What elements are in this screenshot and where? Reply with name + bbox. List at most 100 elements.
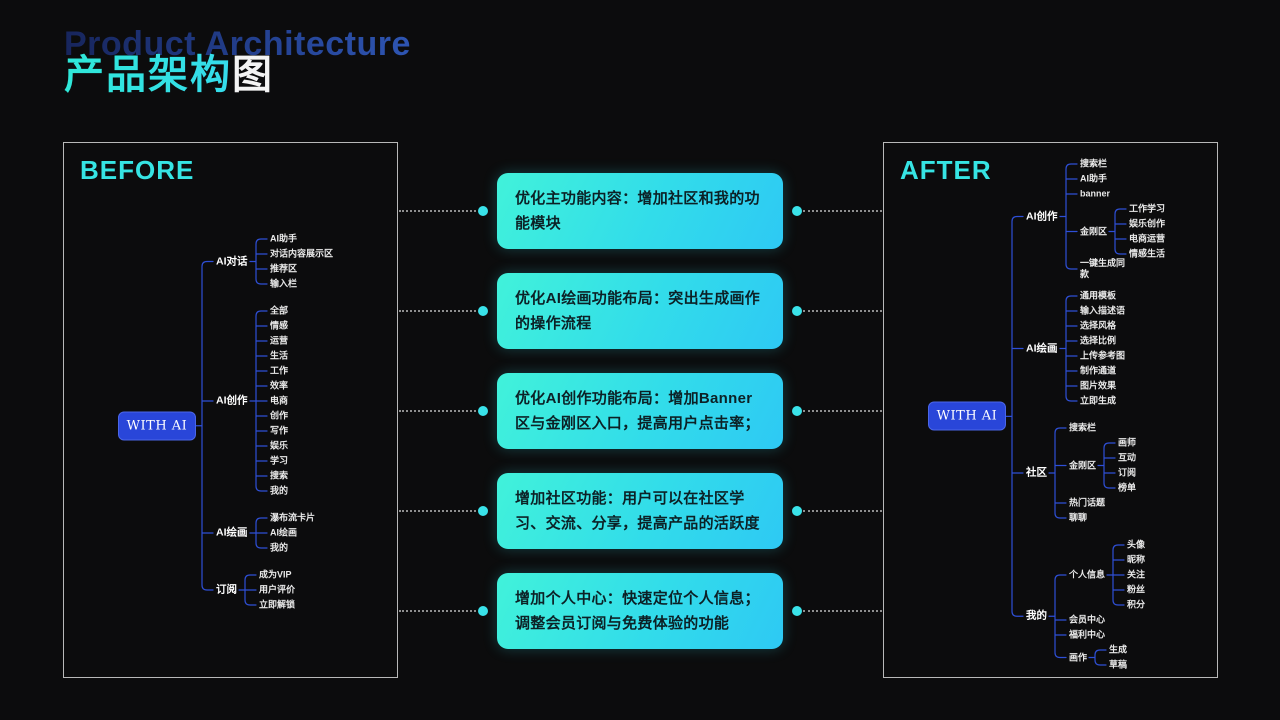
- mindmap-node: 图片效果: [1080, 380, 1117, 391]
- mindmap-node: AI助手: [270, 233, 298, 244]
- mindmap-node: 选择风格: [1080, 320, 1117, 331]
- mindmap-node: 生成: [1109, 644, 1128, 655]
- connector-dotted-line-right: [803, 510, 882, 512]
- callout-text: 增加个人中心：快速定位个人信息；调整会员订阅与免费体验的功能: [515, 589, 760, 633]
- callout-text: 优化AI绘画功能布局：突出生成画作的操作流程: [515, 289, 761, 333]
- mindmap-node: 我的: [270, 542, 289, 553]
- callout-box: 优化AI绘画功能布局：突出生成画作的操作流程: [497, 273, 783, 349]
- mindmap-node: 全部: [270, 305, 289, 316]
- mindmap-node: 推荐区: [270, 263, 298, 274]
- mindmap-connector: [249, 310, 268, 492]
- mindmap-connector: [249, 238, 268, 285]
- mindmap-node: 立即解锁: [259, 599, 296, 610]
- mindmap-node: 娱乐: [270, 440, 289, 451]
- mindmap-node: 制作通道: [1080, 365, 1117, 376]
- mindmap-node: 粉丝: [1127, 584, 1146, 595]
- mindmap-node: banner: [1080, 188, 1111, 199]
- page-title-en: Product Architecture: [64, 25, 411, 63]
- mindmap-node: 头像: [1127, 539, 1146, 550]
- mindmap-node: AI对话: [216, 255, 248, 268]
- mindmap-node: 学习: [270, 455, 289, 466]
- mindmap-node: 一键生成同款: [1080, 258, 1126, 279]
- mindmap-node: 立即生成: [1080, 395, 1117, 406]
- mindmap-node: 画师: [1118, 437, 1137, 448]
- connector-dotted-line-right: [803, 610, 882, 612]
- callout-box: 优化AI创作功能布局：增加Banner区与金刚区入口，提高用户点击率；: [497, 373, 783, 449]
- mindmap-node: 搜索: [270, 470, 289, 481]
- connector-dotted-line-left: [399, 310, 476, 312]
- mindmap-node: 上传参考图: [1080, 350, 1126, 361]
- connector-dot-left: [478, 406, 488, 416]
- mindmap-node: 效率: [270, 380, 289, 391]
- mindmap-node: 生活: [270, 350, 289, 361]
- mindmap-node: 会员中心: [1069, 614, 1106, 625]
- mindmap-node: 输入描述语: [1080, 305, 1126, 316]
- mindmap-node: AI创作: [216, 394, 248, 407]
- mindmap-node: AI助手: [1080, 173, 1108, 184]
- connector-dotted-line-right: [803, 410, 882, 412]
- mindmap-node: 聊聊: [1069, 512, 1088, 523]
- mindmap-node: AI绘画: [1026, 342, 1058, 355]
- mindmap-node: 草稿: [1109, 659, 1128, 670]
- mindmap-node: 写作: [270, 425, 289, 436]
- mindmap-node: 福利中心: [1069, 629, 1106, 640]
- mindmap-node: 订阅: [216, 583, 237, 596]
- mindmap-connector: [195, 260, 214, 591]
- mindmap-node: 通用模板: [1080, 290, 1117, 301]
- connector-dot-right: [792, 506, 802, 516]
- connector-dotted-line-left: [399, 510, 476, 512]
- mindmap-node: AI创作: [1026, 210, 1058, 223]
- mindmap-node: 订阅: [1118, 467, 1137, 478]
- mindmap-node: 工作学习: [1129, 203, 1166, 214]
- page-title-cn-suffix: 图: [232, 53, 274, 97]
- connector-dot-left: [478, 506, 488, 516]
- mindmap-node: 个人信息: [1069, 569, 1106, 580]
- mindmap-node: 电商运营: [1129, 233, 1166, 244]
- mindmap-connector: [1059, 163, 1078, 270]
- mindmap-node: 运营: [270, 335, 289, 346]
- connector-dot-left: [478, 206, 488, 216]
- mindmap-node: 成为VIP: [259, 569, 292, 580]
- with-ai-root-node: WITH AI: [118, 411, 196, 441]
- mindmap-node: 社区: [1026, 466, 1047, 479]
- mindmap-connector: [249, 517, 268, 549]
- connector-dotted-line-left: [399, 410, 476, 412]
- mindmap-node: AI绘画: [270, 527, 298, 538]
- connector-dot-right: [792, 306, 802, 316]
- callout-text: 增加社区功能：用户可以在社区学习、交流、分享，提高产品的活跃度: [515, 489, 760, 533]
- mindmap-node: 电商: [270, 395, 289, 406]
- mindmap-node: 娱乐创作: [1129, 218, 1166, 229]
- mindmap-node: 创作: [270, 410, 289, 421]
- mindmap-node: 输入栏: [270, 278, 298, 289]
- callout-box: 增加社区功能：用户可以在社区学习、交流、分享，提高产品的活跃度: [497, 473, 783, 549]
- mindmap-node: 搜索栏: [1080, 158, 1108, 169]
- callout-box: 增加个人中心：快速定位个人信息；调整会员订阅与免费体验的功能: [497, 573, 783, 649]
- callout-text: 优化AI创作功能布局：增加Banner区与金刚区入口，提高用户点击率；: [515, 389, 760, 433]
- connector-dot-right: [792, 606, 802, 616]
- mindmap-node: 搜索栏: [1069, 422, 1097, 433]
- mindmap-node: 情感生活: [1129, 248, 1166, 259]
- mindmap-connector: [1059, 295, 1078, 402]
- mindmap-node: 瀑布流卡片: [270, 512, 316, 523]
- connector-dot-left: [478, 306, 488, 316]
- mindmap-connector: [1097, 442, 1116, 489]
- mindmap-node: 选择比例: [1080, 335, 1117, 346]
- mindmap-connector: [1048, 427, 1067, 519]
- mindmap-node: 画作: [1069, 652, 1088, 663]
- connector-dot-right: [792, 206, 802, 216]
- after-heading: AFTER: [900, 155, 992, 185]
- mindmap-node: 对话内容展示区: [270, 248, 334, 259]
- page-title-cn-accent: 产品架构: [64, 53, 232, 97]
- connector-dot-left: [478, 606, 488, 616]
- connector-dotted-line-right: [803, 210, 882, 212]
- mindmap-connector: [1048, 574, 1067, 659]
- mindmap-node: 用户评价: [259, 584, 296, 595]
- mindmap-node: 昵称: [1127, 554, 1146, 565]
- mindmap-connector: [1005, 215, 1024, 617]
- callout-box: 优化主功能内容：增加社区和我的功能模块: [497, 173, 783, 249]
- mindmap-node: 情感: [270, 320, 289, 331]
- mindmap-connector: [1108, 208, 1127, 255]
- mindmap-connector: [1088, 649, 1107, 666]
